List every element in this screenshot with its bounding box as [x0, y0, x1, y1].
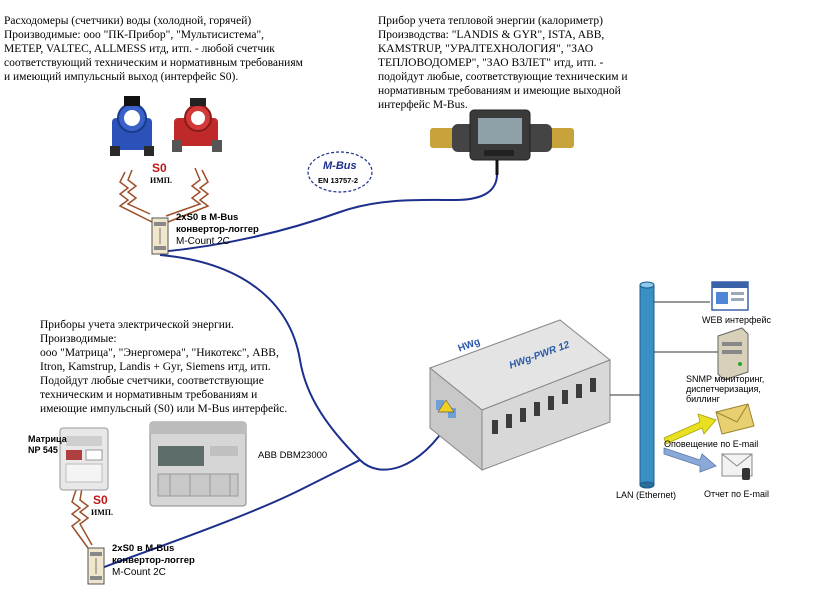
s0-top-title: S0	[152, 161, 167, 175]
email-report-arrow	[663, 447, 717, 473]
converter-top-line3: M-Count 2C	[176, 236, 230, 247]
electric-meters-description: Приборы учета электрической энергии. Про…	[40, 319, 288, 415]
mbus-cable-bottom-to-hwg	[96, 459, 361, 571]
converter-bottom-line3: M-Count 2C	[112, 567, 166, 578]
email-alert-envelope-icon	[715, 403, 755, 435]
lan-label: LAN (Ethernet)	[616, 490, 677, 500]
web-interface-icon	[711, 281, 749, 311]
snmp-label: SNMP мониторинг, диспетчеризация, биллин…	[686, 374, 765, 404]
converter-bottom-icon	[87, 547, 105, 585]
abb-meter-icon	[149, 421, 247, 507]
s0-bottom-sub: ИМП.	[91, 508, 113, 517]
converter-top-icon	[151, 217, 169, 255]
mbus-cable-top-to-heat-meter	[159, 171, 499, 253]
email-alert-arrow	[663, 413, 717, 445]
heat-meter-icon	[430, 109, 574, 175]
abb-meter-label: ABB DBM23000	[258, 450, 328, 461]
s0-bottom-title: S0	[93, 493, 108, 507]
matrix-meter-label: Матрица NP 545	[28, 434, 67, 455]
converter-bottom-line2: конвертор-логгер	[112, 555, 195, 566]
web-interface-label: WEB интерфейс	[702, 315, 771, 325]
s0-top-sub: ИМП.	[150, 176, 172, 185]
mbus-cable-top-to-hwg	[159, 254, 451, 471]
mbus-badge-logo: M-Bus	[323, 160, 357, 172]
email-alert-label: Оповещение по E-mail	[664, 439, 759, 449]
email-report-envelope-icon	[721, 453, 753, 480]
blue-water-meter-icon	[110, 96, 154, 156]
red-water-meter-icon	[172, 98, 222, 152]
hwg-pwr-device-icon	[429, 319, 611, 472]
pulse-wires-bottom	[70, 487, 93, 549]
matrix-meter-icon	[59, 427, 109, 491]
lan-backbone-icon	[639, 281, 655, 489]
snmp-server-icon	[717, 327, 749, 381]
mbus-badge-icon	[307, 151, 373, 193]
water-meters-description: Расходомеры (счетчики) воды (холодной, г…	[4, 15, 303, 83]
lan-branches	[610, 301, 718, 396]
converter-bottom-line1: 2xS0 в M-Bus	[112, 543, 175, 554]
converter-top-line1: 2xS0 в M-Bus	[176, 212, 239, 223]
pulse-wires-top	[118, 167, 210, 223]
converter-top-line2: конвертор-логгер	[176, 224, 259, 235]
heat-meter-description: Прибор учета тепловой энергии (калоримет…	[378, 15, 628, 111]
mbus-badge-standard: EN 13757-2	[318, 176, 359, 185]
email-report-label: Отчет по E-mail	[704, 489, 770, 499]
